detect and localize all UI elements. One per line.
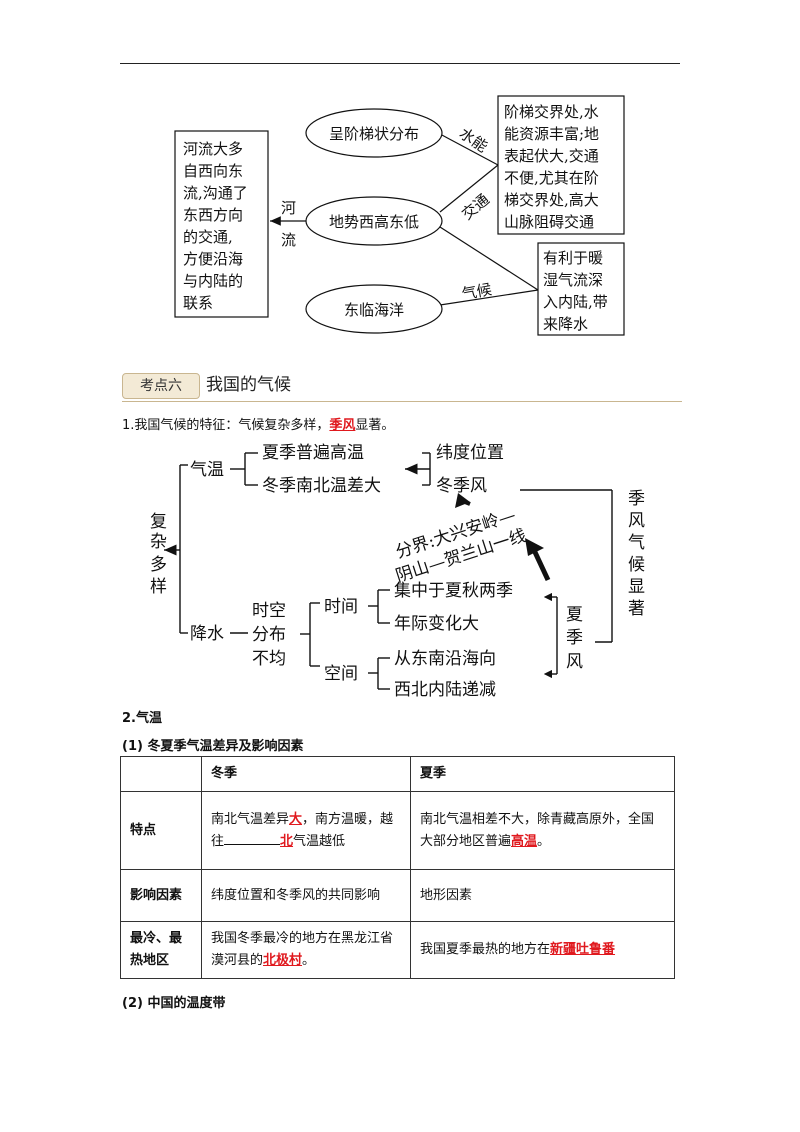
edge-label-traffic: 交通 <box>458 190 493 223</box>
svg-text:候: 候 <box>628 555 645 575</box>
node-west-high <box>305 196 443 246</box>
svg-text:河流大多: 河流大多 <box>183 140 243 158</box>
winter-temp: 冬季南北温差大 <box>262 476 381 496</box>
svg-text:不便,尤其在阶: 不便,尤其在阶 <box>504 169 599 187</box>
summer-wind-label: 夏 季 风 <box>566 605 583 672</box>
svg-text:样: 样 <box>150 577 167 597</box>
svg-text:湿气流深: 湿气流深 <box>543 271 603 289</box>
svg-text:方便沿海: 方便沿海 <box>183 250 243 268</box>
time-2: 年际变化大 <box>394 614 479 634</box>
river-effect-box <box>174 130 269 318</box>
svg-text:联系: 联系 <box>183 294 213 312</box>
space-2: 西北内陆递减 <box>394 680 496 700</box>
section-title: 我国的气候 <box>206 375 291 395</box>
summer-wind-arrow <box>525 538 544 556</box>
heading-winter-summer: (1) 冬夏季气温差异及影响因素 <box>122 739 304 754</box>
svg-text:季: 季 <box>566 628 583 648</box>
node-ocean <box>305 284 443 334</box>
left-main-label: 复 杂 多 样 <box>150 512 167 597</box>
space-1: 从东南沿海向 <box>394 649 496 669</box>
climate-feature-line: 1.我国气候的特征：气候复杂多样，季风显著。 <box>122 418 395 433</box>
svg-text:季: 季 <box>628 489 645 509</box>
col-summer: 夏季 <box>410 756 675 792</box>
table-corner <box>120 756 202 792</box>
svg-text:自西向东: 自西向东 <box>183 162 243 180</box>
svg-text:有利于暖: 有利于暖 <box>543 249 603 267</box>
svg-text:表起伏大,交通: 表起伏大,交通 <box>504 147 599 165</box>
terrain-diagram: 呈阶梯状分布 地势西高东低 东临海洋 河流大多 自西向东 流,沟通了 东西方向 … <box>174 95 625 336</box>
climate-effect-box <box>537 242 625 336</box>
svg-text:的交通,: 的交通, <box>183 228 233 246</box>
node-terrain-steps <box>305 108 443 158</box>
time-1: 集中于夏秋两季 <box>394 581 513 601</box>
section-badge: 考点六 <box>122 373 200 399</box>
climate-diagram: 复 杂 多 样 气温 夏季普遍高温 冬季南北温差大 纬度位置 冬季风 分界:大兴… <box>150 443 645 700</box>
col-winter: 冬季 <box>201 756 411 792</box>
node-terrain-steps-label: 呈阶梯状分布 <box>329 125 419 143</box>
latitude: 纬度位置 <box>436 443 504 463</box>
table-row: 最冷、最热地区 我国冬季最冷的地方在黑龙江省漠河县的北极村。 我国夏季最热的地方… <box>120 921 675 979</box>
precip-label: 降水 <box>190 624 224 644</box>
svg-text:气: 气 <box>628 533 645 553</box>
svg-text:多: 多 <box>150 555 167 575</box>
svg-text:与内陆的: 与内陆的 <box>183 272 243 290</box>
svg-text:复: 复 <box>150 512 167 532</box>
temperature-table: 冬季 夏季 特点 南北气温差异大，南方温暖，越往北气温越低 南北气温相差不大，除… <box>120 756 675 979</box>
heading-temperature-zones: (2) 中国的温度带 <box>122 996 226 1011</box>
right-main-label: 季 风 气 候 显 著 <box>628 489 645 619</box>
uneven-3: 不均 <box>252 649 286 669</box>
table-row: 影响因素 纬度位置和冬季风的共同影响 地形因素 <box>120 869 675 922</box>
heading-temperature: 2.气温 <box>122 711 162 726</box>
table-row: 特点 南北气温差异大，南方温暖，越往北气温越低 南北气温相差不大，除青藏高原外，… <box>120 791 675 870</box>
svg-text:入内陆,带: 入内陆,带 <box>543 293 608 311</box>
winter-wind: 冬季风 <box>436 476 487 496</box>
svg-text:显: 显 <box>628 577 645 597</box>
svg-text:风: 风 <box>566 652 583 672</box>
svg-text:著: 著 <box>628 599 645 619</box>
svg-text:流,沟通了: 流,沟通了 <box>183 184 248 202</box>
space-label: 空间 <box>324 664 358 684</box>
edge-label-climate: 气候 <box>460 280 493 303</box>
uneven-1: 时空 <box>252 601 286 621</box>
svg-text:阶梯交界处,水: 阶梯交界处,水 <box>504 103 599 121</box>
svg-text:夏: 夏 <box>566 605 583 625</box>
edge-label-river-2: 流 <box>281 231 296 249</box>
node-ocean-label: 东临海洋 <box>344 301 404 319</box>
uneven-2: 分布 <box>252 625 286 645</box>
svg-text:东西方向: 东西方向 <box>183 206 243 224</box>
node-west-high-label: 地势西高东低 <box>329 213 419 231</box>
edge-label-river-1: 河 <box>281 199 296 217</box>
svg-text:来降水: 来降水 <box>543 315 588 333</box>
steps-effect-box <box>497 95 625 235</box>
temp-label: 气温 <box>190 460 224 480</box>
svg-text:梯交界处,高大: 梯交界处,高大 <box>504 191 599 209</box>
summer-temp: 夏季普遍高温 <box>262 443 364 463</box>
time-label: 时间 <box>324 597 358 617</box>
section-rule <box>122 401 682 402</box>
top-rule <box>120 63 680 64</box>
svg-text:杂: 杂 <box>150 532 167 552</box>
svg-text:能资源丰富;地: 能资源丰富;地 <box>504 125 599 143</box>
svg-text:风: 风 <box>628 511 645 531</box>
svg-text:山脉阻碍交通: 山脉阻碍交通 <box>504 213 594 231</box>
